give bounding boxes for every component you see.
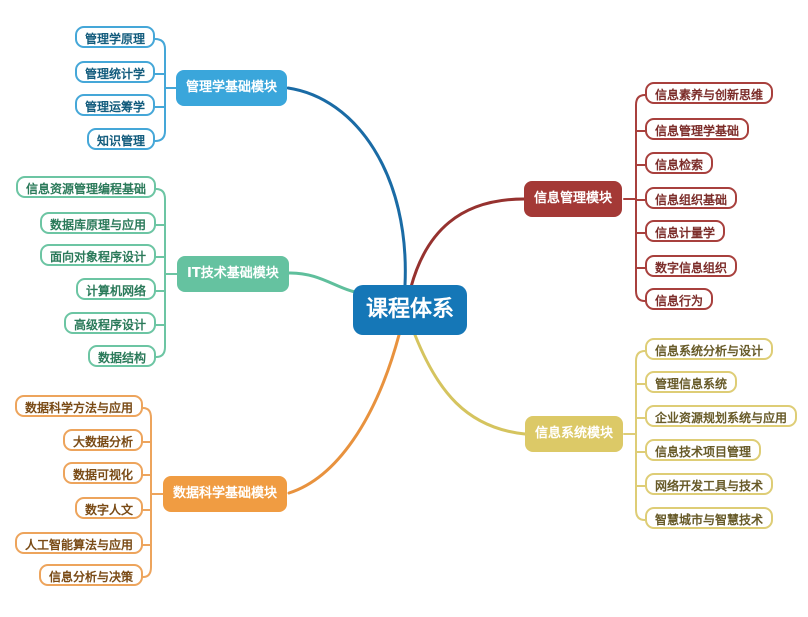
im-leaf-node[interactable]: 信息管理学基础 xyxy=(645,118,750,140)
it-leaf-node[interactable]: 面向对象程序设计 xyxy=(39,244,156,266)
mgmt-leaf-node[interactable]: 知识管理 xyxy=(86,128,155,150)
mgmt-leaf-node[interactable]: 管理运筹学 xyxy=(74,94,155,116)
bracket-mgmt xyxy=(154,38,177,142)
is-leaf-node[interactable]: 信息系统分析与设计 xyxy=(645,338,774,360)
bracket-ds xyxy=(142,407,164,578)
central-topic-node[interactable]: 课程体系 xyxy=(353,285,468,335)
bracket-is xyxy=(623,350,646,521)
is-leaf-node[interactable]: 网络开发工具与技术 xyxy=(645,473,774,495)
ds-leaf-node[interactable]: 信息分析与决策 xyxy=(38,564,143,586)
module-node-management[interactable]: 管理学基础模块 xyxy=(176,70,288,106)
im-leaf-node[interactable]: 信息素养与创新思维 xyxy=(645,82,774,104)
ds-leaf-node[interactable]: 数字人文 xyxy=(74,497,143,519)
ds-leaf-node[interactable]: 数据科学方法与应用 xyxy=(14,395,143,417)
it-leaf-node[interactable]: 高级程序设计 xyxy=(63,312,156,334)
it-leaf-node[interactable]: 计算机网络 xyxy=(75,278,156,300)
it-leaf-node[interactable]: 数据库原理与应用 xyxy=(39,212,156,234)
it-leaf-node[interactable]: 信息资源管理编程基础 xyxy=(15,176,156,198)
im-leaf-node[interactable]: 信息行为 xyxy=(645,288,714,310)
edge-center-mgmt xyxy=(286,86,407,287)
edge-center-it xyxy=(286,271,357,294)
ds-leaf-node[interactable]: 人工智能算法与应用 xyxy=(14,532,143,554)
mgmt-leaf-node[interactable]: 管理统计学 xyxy=(74,61,155,83)
is-leaf-node[interactable]: 企业资源规划系统与应用 xyxy=(645,405,798,427)
module-node-info-system[interactable]: 信息系统模块 xyxy=(525,416,624,452)
im-leaf-node[interactable]: 信息计量学 xyxy=(645,220,726,242)
edge-center-ds xyxy=(287,333,401,495)
is-leaf-node[interactable]: 智慧城市与智慧技术 xyxy=(645,507,774,529)
it-leaf-node[interactable]: 数据结构 xyxy=(87,345,156,367)
ds-leaf-node[interactable]: 大数据分析 xyxy=(62,429,143,451)
im-leaf-node[interactable]: 信息检索 xyxy=(645,152,714,174)
edge-center-im xyxy=(409,197,526,289)
module-node-it[interactable]: IT技术基础模块 xyxy=(177,256,289,292)
bracket-im xyxy=(623,94,646,302)
module-node-info-management[interactable]: 信息管理模块 xyxy=(524,181,623,217)
im-leaf-node[interactable]: 信息组织基础 xyxy=(645,187,738,209)
ds-leaf-node[interactable]: 数据可视化 xyxy=(62,462,143,484)
is-leaf-node[interactable]: 管理信息系统 xyxy=(645,371,738,393)
mgmt-leaf-node[interactable]: 管理学原理 xyxy=(74,26,155,48)
module-node-data-science[interactable]: 数据科学基础模块 xyxy=(163,476,288,512)
bracket-it xyxy=(155,188,178,358)
im-leaf-node[interactable]: 数字信息组织 xyxy=(645,255,738,277)
edge-center-is xyxy=(413,333,527,436)
is-leaf-node[interactable]: 信息技术项目管理 xyxy=(645,439,762,461)
